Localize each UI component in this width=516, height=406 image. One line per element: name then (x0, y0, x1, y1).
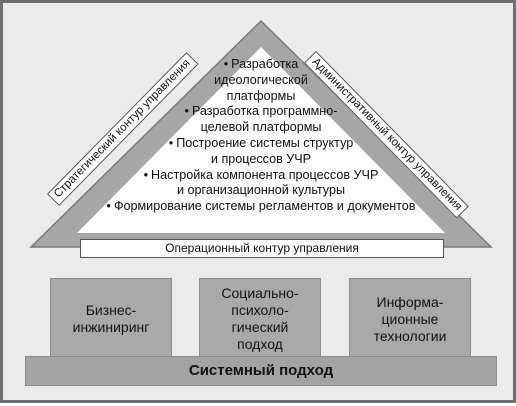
roof-item-line: •Формирование системы регламентов и доку… (106, 199, 416, 214)
pillar-label-line: Информа- (376, 293, 444, 310)
pillar-business-engineering: Бизнес-инжиниринг (50, 278, 172, 360)
roof-item-line: •Построение системы структур (168, 135, 354, 150)
bullet-icon: • (106, 199, 111, 214)
roof-item-line: и организационной культуры (176, 183, 346, 198)
roof-item-line: целевой платформы (200, 120, 322, 135)
operational-contour-label: Операционный контур управления (80, 239, 444, 258)
pillar-label-line: гический (231, 319, 289, 335)
roof-inner-panel (77, 47, 445, 233)
pillar-label-line: психоло- (231, 302, 289, 318)
roof-item-line: и процессов УЧР (210, 151, 312, 166)
pillar-label-line: технологии (373, 327, 447, 344)
roof-item-line: платформы (226, 88, 296, 103)
roof-item-line: •Настройка компонента процессов УЧР (143, 167, 379, 182)
bullet-icon: • (168, 135, 174, 150)
bullet-icon: • (143, 167, 149, 182)
bullet-icon: • (184, 104, 189, 119)
pillar-label-line: ционные (381, 310, 439, 327)
roof-item-line: идеологической (214, 72, 308, 87)
foundation-system-approach: Системный подход (25, 356, 497, 386)
roof-item-line: •Разработка программно- (184, 104, 338, 119)
bullet-icon: • (223, 57, 229, 71)
roof-item-line: •Разработка (223, 57, 299, 71)
pillar-label-line: Социально- (221, 285, 299, 301)
pillar-label-line: инжиниринг (72, 319, 150, 335)
pillar-label-line: Бизнес- (85, 302, 137, 318)
pillar-label-line: подход (237, 336, 283, 352)
